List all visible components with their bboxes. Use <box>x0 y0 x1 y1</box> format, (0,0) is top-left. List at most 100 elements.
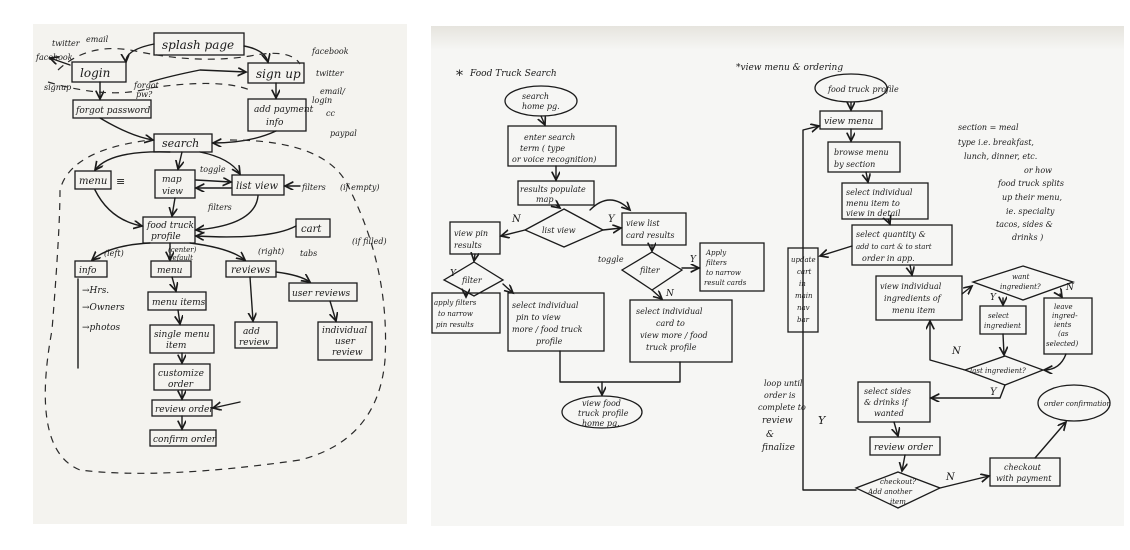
browse-menu-1: browse menu <box>834 148 889 157</box>
note-left-tab: (left) <box>104 249 124 258</box>
page-shadow <box>431 26 1124 50</box>
info-item-3: →photos <box>82 323 121 333</box>
y-label-filter-left: Y <box>450 269 457 279</box>
results-populate-1: results populate <box>520 185 586 194</box>
select-pin-1: select individual <box>512 301 579 310</box>
select-pin-4: profile <box>536 337 563 346</box>
reviews-box <box>225 260 277 278</box>
loop-note-2: order is <box>764 391 796 400</box>
select-card-3: view more / food <box>640 331 708 340</box>
add-review-label-2: review <box>239 338 270 348</box>
note-paypal: paypal <box>330 129 357 138</box>
view-ingredients-2: ingredients of <box>884 294 943 303</box>
checkout-q-3: item <box>890 498 906 506</box>
left-notebook-page <box>33 24 407 524</box>
last-ingredient-label: last ingredient? <box>970 367 1026 375</box>
note-default-tab: default <box>168 254 193 262</box>
want-ingredient-1: want <box>1012 273 1030 281</box>
menu-items-label: menu items <box>152 298 206 308</box>
n-label-want: N <box>1065 283 1075 293</box>
checkout-payment-1: checkout <box>1004 463 1042 472</box>
note-login-right: login <box>312 96 332 105</box>
view-profile-3: home pg. <box>582 419 620 428</box>
update-cart-4: main <box>795 292 813 300</box>
individual-review-label-3: review <box>332 348 363 358</box>
list-view-label: list view <box>236 181 278 192</box>
search-home-1: search <box>522 92 549 101</box>
single-menu-item-label-1: single menu <box>154 330 210 340</box>
search-home-2: home pg. <box>522 102 560 111</box>
n-label-filter-right: N <box>665 289 675 299</box>
loop-note-5: & <box>766 430 774 440</box>
customize-order-label-2: order <box>168 380 194 390</box>
order-confirmation-label: order confirmation <box>1044 400 1111 408</box>
checkout-q-2: Add another <box>867 488 913 496</box>
select-card-4: truck profile <box>646 343 697 352</box>
view-profile-2: truck profile <box>578 409 629 418</box>
map-view-label-2: view <box>162 187 183 197</box>
y-label-filter-right: Y <box>690 255 697 265</box>
view-ingredients-box <box>875 275 963 321</box>
individual-user-review-box <box>317 321 373 361</box>
select-item-3: view in detail <box>846 209 901 218</box>
select-qty-2: add to cart & to start <box>856 243 932 251</box>
y-label-list: Y <box>608 214 616 225</box>
loop-y: Y <box>818 414 827 427</box>
select-qty-1: select quantity & <box>856 230 926 239</box>
forgot-password-box <box>72 99 152 119</box>
checkout-q-1: checkout? <box>880 478 916 486</box>
update-cart-6: bar <box>797 316 810 324</box>
note-if-empty: (if empty) <box>340 183 379 192</box>
apply-list-4: result cards <box>704 279 747 287</box>
info-item-1: →Hrs. <box>82 286 109 296</box>
sign-up-label: sign up <box>256 67 301 81</box>
login-label: login <box>80 66 110 80</box>
loop-note-1: loop until <box>764 379 803 388</box>
section-note-3: lunch, dinner, etc. <box>964 152 1037 161</box>
search-label: search <box>162 137 199 150</box>
menu-label: menu <box>79 176 107 187</box>
want-ingredient-diamond <box>970 265 1076 301</box>
view-ingredients-1: view individual <box>880 282 942 291</box>
loop-note-4: review <box>762 416 793 426</box>
info-item-2: →Owners <box>82 303 125 313</box>
view-list-1: view list <box>626 219 660 228</box>
update-cart-5: nav <box>797 304 810 312</box>
food-truck-profile-label: food truck profile <box>827 85 899 94</box>
note-filters-below: filters <box>207 203 232 212</box>
user-reviews-label: user reviews <box>292 289 351 299</box>
add-payment-label-2: info <box>266 118 284 128</box>
add-review-label-1: add <box>243 327 260 337</box>
asterisk-search: * <box>456 68 463 84</box>
section-note-9: drinks ) <box>1012 233 1043 242</box>
loop-note-6: finalize <box>761 443 795 453</box>
apply-list-1: Apply <box>705 249 727 257</box>
review-order-right-label: review order <box>874 443 933 453</box>
note-email-right: email/ <box>320 87 346 96</box>
login-box <box>71 61 127 83</box>
note-twitter: twitter <box>52 39 81 48</box>
list-view-diamond <box>523 208 605 248</box>
select-ingredient-1: select <box>988 312 1009 320</box>
select-card-box <box>629 299 733 363</box>
note-facebook-right: facebook <box>311 47 349 56</box>
update-cart-1: update <box>791 256 816 264</box>
view-list-2: card results <box>626 231 674 240</box>
select-card-1: select individual <box>636 307 703 316</box>
enter-search-box <box>507 125 617 167</box>
update-cart-3: in <box>799 280 806 288</box>
apply-list-2: filters <box>705 259 727 267</box>
individual-review-label-1: individual <box>322 326 367 336</box>
filter-left-label: filter <box>461 276 483 285</box>
right-flowchart <box>431 73 1111 509</box>
menu-symbol: ≡ <box>116 175 125 188</box>
view-pin-1: view pin <box>454 229 488 238</box>
note-pw: pw? <box>136 90 153 99</box>
user-reviews-box <box>288 282 358 302</box>
individual-review-label-2: user <box>335 337 356 347</box>
section-note-5: food truck splits <box>997 179 1064 188</box>
apply-pin-2: to narrow <box>438 310 473 318</box>
select-sides-3: wanted <box>874 409 904 418</box>
note-twitter-right: twitter <box>316 69 345 78</box>
